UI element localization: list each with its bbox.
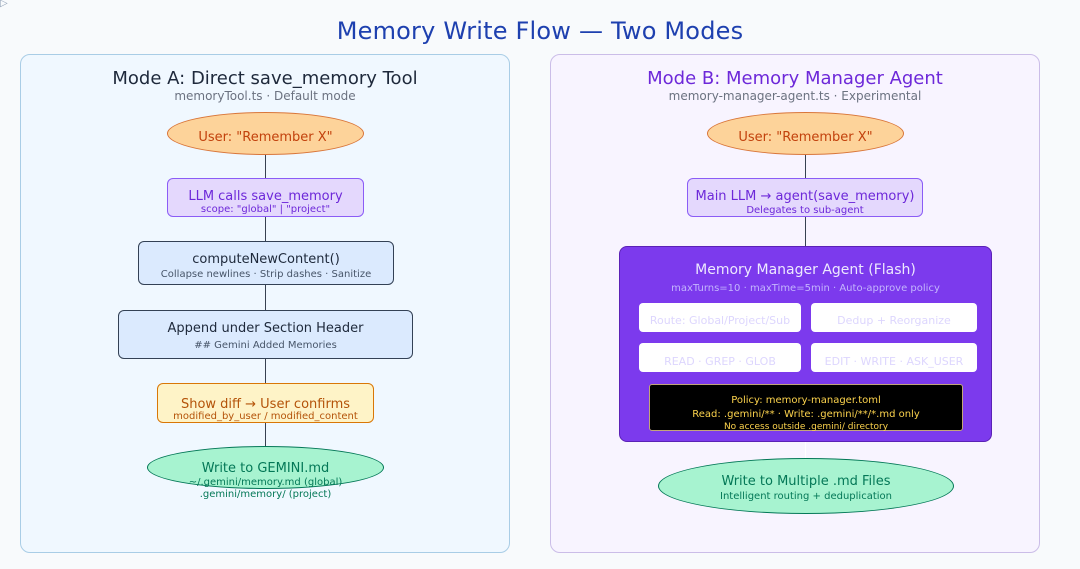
capability-write-tools: EDIT · WRITE · ASK_USER <box>811 343 977 372</box>
main-llm-agent-node: Main LLM → agent(save_memory) Delegates … <box>687 178 923 217</box>
write-multiple-md-node: Write to Multiple .md Files Intelligent … <box>658 458 954 514</box>
connector-line <box>805 216 806 246</box>
node-label: LLM calls save_memory <box>188 189 343 204</box>
connector-line <box>805 442 806 458</box>
llm-save-memory-node: LLM calls save_memory scope: "global" | … <box>167 178 364 217</box>
connector-line <box>265 216 266 241</box>
node-sublabel: Intelligent routing + deduplication <box>720 491 892 502</box>
node-sublabel-2: .gemini/memory/ (project) <box>199 489 332 500</box>
policy-note: No access outside .gemini/ directory <box>723 422 889 432</box>
node-label: User: "Remember X" <box>738 130 873 145</box>
policy-rules: Read: .gemini/** · Write: .gemini/**/*.m… <box>692 409 920 420</box>
node-sublabel: scope: "global" | "project" <box>200 204 331 215</box>
compute-content-node: computeNewContent() Collapse newlines · … <box>138 241 394 285</box>
capability-label: READ · GREP · GLOB <box>664 355 776 368</box>
agent-subtitle: maxTurns=10 · maxTime=5min · Auto-approv… <box>671 283 940 294</box>
node-label: Show diff → User confirms <box>180 397 351 412</box>
mode-a-panel: Mode A: Direct save_memory Tool memoryTo… <box>20 54 510 553</box>
connector-line <box>805 155 806 179</box>
node-label: Write to GEMINI.md <box>201 461 330 476</box>
capability-dedup: Dedup + Reorganize <box>811 303 977 332</box>
capability-label: EDIT · WRITE · ASK_USER <box>824 355 964 368</box>
capability-read-tools: READ · GREP · GLOB <box>639 343 801 372</box>
user-request-node: User: "Remember X" <box>167 112 364 155</box>
mode-b-subtitle: memory-manager-agent.ts · Experimental <box>668 89 922 103</box>
page-title: Memory Write Flow — Two Modes <box>336 17 744 45</box>
node-label: Write to Multiple .md Files <box>721 474 891 489</box>
connector-line <box>265 155 266 179</box>
node-label: computeNewContent() <box>192 252 340 267</box>
append-section-node: Append under Section Header ## Gemini Ad… <box>118 310 413 359</box>
user-request-node: User: "Remember X" <box>707 112 904 155</box>
mode-b-title: Mode B: Memory Manager Agent <box>647 68 943 89</box>
node-sublabel: Delegates to sub-agent <box>746 205 864 216</box>
connector-line <box>265 422 266 447</box>
node-sublabel: modified_by_user / modified_content <box>173 411 358 422</box>
capability-label: Route: Global/Project/Sub <box>649 314 791 327</box>
node-label: User: "Remember X" <box>198 130 333 145</box>
capability-route: Route: Global/Project/Sub <box>639 303 801 332</box>
connector-line <box>265 358 266 384</box>
mode-b-panel: Mode B: Memory Manager Agent memory-mana… <box>550 54 1040 553</box>
memory-manager-agent-box: Memory Manager Agent (Flash) maxTurns=10… <box>619 246 992 442</box>
show-diff-node: Show diff → User confirms modified_by_us… <box>157 383 374 423</box>
agent-title: Memory Manager Agent (Flash) <box>695 262 916 278</box>
connector-line <box>265 285 266 310</box>
write-gemini-md-node: Write to GEMINI.md ~/.gemini/memory.md (… <box>147 446 384 500</box>
node-sublabel: Collapse newlines · Strip dashes · Sanit… <box>160 269 372 280</box>
mode-a-subtitle: memoryTool.ts · Default mode <box>174 89 356 103</box>
policy-box: Policy: memory-manager.toml Read: .gemin… <box>649 384 963 432</box>
node-label: Main LLM → agent(save_memory) <box>695 189 915 204</box>
node-sublabel: ## Gemini Added Memories <box>194 340 337 351</box>
play-triangle-outline-icon: ▷ <box>0 0 8 9</box>
node-label: Append under Section Header <box>167 321 364 336</box>
mode-a-title: Mode A: Direct save_memory Tool <box>112 68 418 89</box>
capability-label: Dedup + Reorganize <box>837 314 951 327</box>
policy-title: Policy: memory-manager.toml <box>731 395 881 406</box>
node-sublabel: ~/.gemini/memory.md (global) <box>188 477 343 488</box>
